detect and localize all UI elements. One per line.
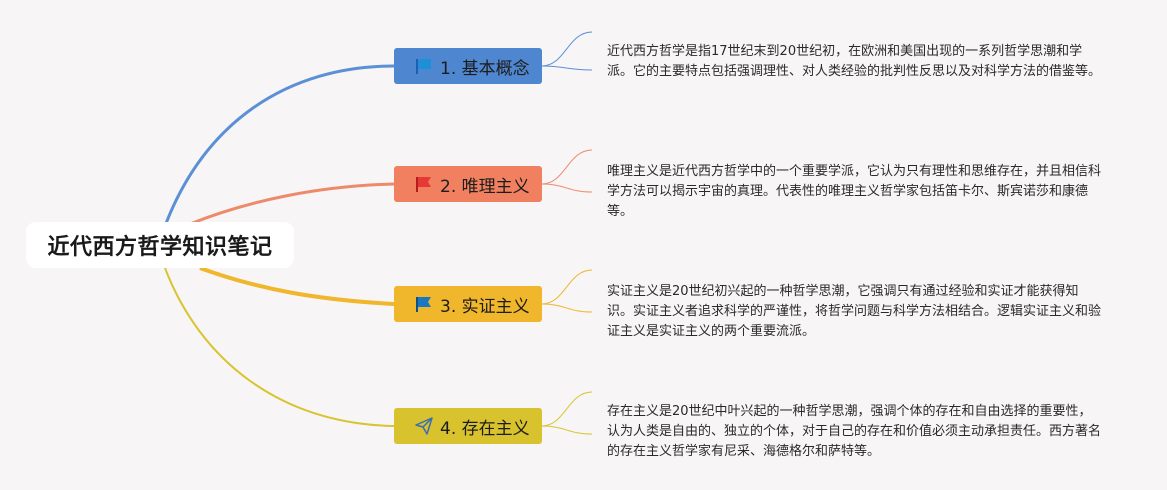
bracket-branch-2	[541, 149, 593, 193]
bracket-branch-1	[541, 31, 593, 71]
description-existentialism: 存在主义是20世纪中叶兴起的一种哲学思潮，强调个体的存在和自由选择的重要性，认为…	[607, 404, 1102, 459]
connector-root-branch-2	[189, 182, 395, 226]
branch-label: 1. 基本概念	[440, 58, 530, 79]
description-positivism: 实证主义是20世纪初兴起的一种哲学思潮，它强调只有通过经验和实证才能获得知识。实…	[607, 284, 1102, 339]
branch-rationalism[interactable]: 2. 唯理主义	[394, 166, 542, 202]
root-title: 近代西方哲学知识笔记	[47, 235, 273, 260]
branch-basic-concepts[interactable]: 1. 基本概念	[394, 48, 542, 84]
branch-label: 3. 实证主义	[440, 296, 530, 317]
flag-icon	[414, 293, 434, 315]
branch-label: 4. 存在主义	[440, 418, 530, 439]
paper-plane-icon	[414, 415, 434, 437]
connector-root-branch-4	[164, 267, 395, 427]
description-basic-concepts: 近代西方哲学是指17世纪末到20世纪初，在欧洲和美国出现的一系列哲学思潮和学派。…	[607, 44, 1102, 79]
connector-root-branch-3	[199, 266, 395, 306]
connector-root-branch-1	[158, 64, 395, 241]
flag-icon	[414, 55, 434, 77]
root-topic[interactable]: 近代西方哲学知识笔记	[26, 222, 294, 268]
bracket-branch-4	[541, 391, 593, 435]
branch-label: 2. 唯理主义	[440, 176, 530, 197]
bracket-branch-3	[541, 269, 593, 313]
branch-positivism[interactable]: 3. 实证主义	[394, 286, 542, 322]
branch-existentialism[interactable]: 4. 存在主义	[394, 408, 542, 444]
description-rationalism: 唯理主义是近代西方哲学中的一个重要学派，它认为只有理性和思维存在，并且相信科学方…	[607, 164, 1102, 219]
flag-icon	[414, 173, 434, 195]
